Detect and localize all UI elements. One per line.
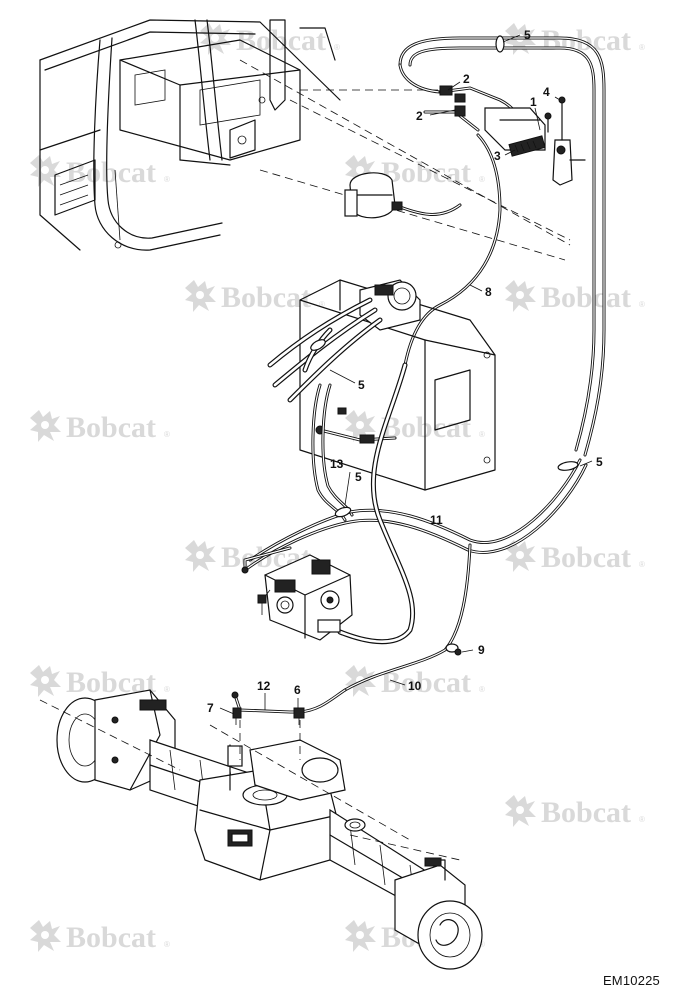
reference-line	[259, 169, 566, 261]
bobcat-logo-icon	[345, 920, 376, 952]
bobcat-watermark: Bobcat ®	[345, 665, 485, 699]
watermark-registered-mark: ®	[164, 430, 170, 439]
brake-lines	[243, 35, 588, 714]
callout-8: 8	[485, 285, 492, 299]
bobcat-logo-icon	[505, 795, 536, 827]
bobcat-logo-icon	[505, 280, 536, 312]
watermark-text: Bobcat	[236, 24, 326, 57]
callout-2: 2	[416, 109, 423, 123]
callout-13: 13	[330, 457, 344, 471]
callout-3: 3	[494, 149, 501, 163]
bobcat-logo-icon	[30, 155, 61, 187]
watermark-registered-mark: ®	[319, 300, 325, 309]
callout-5: 5	[355, 470, 362, 484]
bobcat-logo-icon	[30, 410, 61, 442]
callout-7: 7	[207, 701, 214, 715]
bobcat-logo-icon	[30, 665, 61, 697]
bobcat-watermark: Bobcat ®	[345, 155, 485, 189]
watermark-text: Bobcat	[66, 411, 156, 444]
callout-11: 11	[430, 513, 443, 527]
bobcat-watermark: Bobcat ®	[505, 280, 645, 314]
watermark-registered-mark: ®	[479, 175, 485, 184]
watermark-registered-mark: ®	[164, 685, 170, 694]
watermark-registered-mark: ®	[479, 685, 485, 694]
hydrostatic-pump	[241, 546, 353, 641]
watermark-text: Bobcat	[541, 796, 631, 829]
bobcat-logo-icon	[200, 23, 231, 55]
watermark-text: Bobcat	[541, 541, 631, 574]
callout-1: 1	[530, 95, 537, 109]
watermark-registered-mark: ®	[164, 175, 170, 184]
watermark-text: Bobcat	[221, 281, 311, 314]
callout-5: 5	[358, 378, 365, 392]
pedal-valve-assembly	[344, 36, 606, 457]
bobcat-watermark: Bobcat ®	[505, 23, 645, 57]
watermark-text: Bobcat	[381, 156, 471, 189]
bobcat-watermark: Bobcat ®	[505, 540, 645, 574]
bobcat-logo-icon	[185, 540, 216, 572]
drawing-code: EM10225	[602, 973, 660, 988]
watermark-text: Bobcat	[541, 24, 631, 57]
axle-assembly	[39, 689, 483, 970]
bobcat-watermark: Bobcat ®	[185, 280, 325, 314]
callout-12: 12	[257, 679, 271, 693]
callout-5: 5	[596, 455, 603, 469]
watermark-text: Bobcat	[541, 281, 631, 314]
bobcat-logo-icon	[185, 280, 216, 312]
watermark-registered-mark: ®	[639, 300, 645, 309]
watermark-registered-mark: ®	[479, 430, 485, 439]
callout-9: 9	[478, 643, 485, 657]
watermark-text: Bobcat	[66, 921, 156, 954]
callout-4: 4	[543, 85, 550, 99]
watermark-registered-mark: ®	[639, 560, 645, 569]
callout-10: 10	[408, 679, 422, 693]
callout-6: 6	[294, 683, 301, 697]
callout-5: 5	[524, 28, 531, 42]
watermark-registered-mark: ®	[479, 940, 485, 949]
bobcat-watermark: Bobcat ®	[200, 23, 340, 57]
reference-line	[239, 59, 571, 246]
bobcat-watermark: Bobcat ®	[505, 795, 645, 829]
bobcat-watermark: Bobcat ®	[30, 920, 170, 954]
cab-frame	[39, 19, 341, 251]
watermark-text: Bobcat	[381, 666, 471, 699]
callout-labels: 5 2 2 1 4 3 8 5 13 5 5 11 9 10 12 6 7	[207, 28, 603, 715]
watermark-text: Bobcat	[66, 156, 156, 189]
bobcat-logo-icon	[30, 920, 61, 952]
watermark-registered-mark: ®	[164, 940, 170, 949]
reference-line	[289, 99, 571, 241]
bobcat-watermark: Bobcat ®	[30, 410, 170, 444]
watermark-registered-mark: ®	[639, 43, 645, 52]
callout-2: 2	[463, 72, 470, 86]
watermark-registered-mark: ®	[334, 43, 340, 52]
watermark-registered-mark: ®	[639, 815, 645, 824]
bobcat-watermark: Bobcat ®	[30, 155, 170, 189]
callout-leaders	[219, 34, 593, 715]
